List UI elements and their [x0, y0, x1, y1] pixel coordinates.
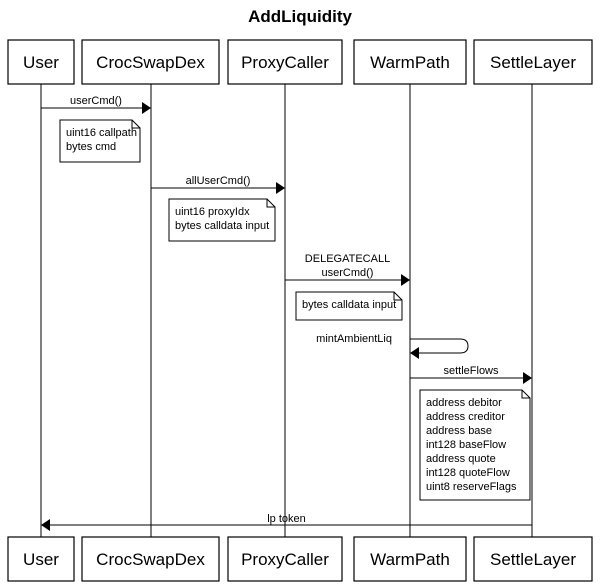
participant-label: CrocSwapDex	[96, 550, 205, 569]
message-6-label: lp token	[267, 513, 306, 525]
participant-warmpath-top: WarmPath	[353, 39, 467, 85]
participant-label: User	[23, 550, 59, 569]
participant-user-bottom: User	[7, 536, 75, 582]
note-3: bytes calldata input	[295, 291, 403, 321]
participant-crocswapdex-top: CrocSwapDex	[81, 39, 220, 85]
message-6-arrowhead	[41, 519, 50, 531]
message-4-label: mintAmbientLiq	[316, 333, 392, 345]
message-4-arrowhead	[410, 347, 419, 359]
note-line: address debitor	[426, 397, 502, 409]
message-5-arrowhead	[523, 372, 532, 384]
message-1-arrowhead	[142, 102, 151, 114]
message-4-line	[410, 338, 469, 354]
note-line: bytes calldata input	[175, 220, 269, 232]
message-2-label: allUserCmd()	[186, 175, 251, 187]
note-2: uint16 proxyIdx bytes calldata input	[168, 198, 276, 242]
note-line: bytes calldata input	[302, 299, 396, 311]
note-4: address debitor address creditor address b…	[419, 389, 531, 501]
participant-settlelayer-bottom: SettleLayer	[473, 536, 593, 582]
participant-label: WarmPath	[370, 550, 450, 569]
message-5-label: settleFlows	[443, 365, 499, 377]
message-3-label: userCmd()	[322, 267, 374, 279]
note-line: uint16 proxyIdx	[175, 206, 250, 218]
participant-user-top: User	[7, 39, 75, 85]
note-line: bytes cmd	[66, 141, 116, 153]
note-line: address quote	[426, 453, 496, 465]
note-1: uint16 callpath bytes cmd	[59, 119, 141, 163]
message-2-arrowhead	[276, 182, 285, 194]
message-3-arrowhead	[401, 274, 410, 286]
note-line: int128 baseFlow	[426, 439, 506, 451]
note-line: int128 quoteFlow	[426, 467, 510, 479]
participant-label: ProxyCaller	[241, 53, 329, 72]
participant-proxycaller-top: ProxyCaller	[227, 39, 343, 85]
participant-proxycaller-bottom: ProxyCaller	[227, 536, 343, 582]
note-line: uint16 callpath	[66, 127, 137, 139]
diagram-title: AddLiquidity	[248, 7, 352, 26]
note-line: uint8 reserveFlags	[426, 481, 517, 493]
participant-label: CrocSwapDex	[96, 53, 205, 72]
note-line: address base	[426, 425, 492, 437]
participant-label: ProxyCaller	[241, 550, 329, 569]
message-1-label: userCmd()	[70, 95, 122, 107]
participant-warmpath-bottom: WarmPath	[353, 536, 467, 582]
participant-crocswapdex-bottom: CrocSwapDex	[81, 536, 220, 582]
participant-label: WarmPath	[370, 53, 450, 72]
note-line: address creditor	[426, 411, 505, 423]
message-3-label: DELEGATECALL	[305, 253, 390, 265]
participant-label: SettleLayer	[490, 550, 576, 569]
participant-settlelayer-top: SettleLayer	[473, 39, 593, 85]
participant-label: User	[23, 53, 59, 72]
participant-label: SettleLayer	[490, 53, 576, 72]
